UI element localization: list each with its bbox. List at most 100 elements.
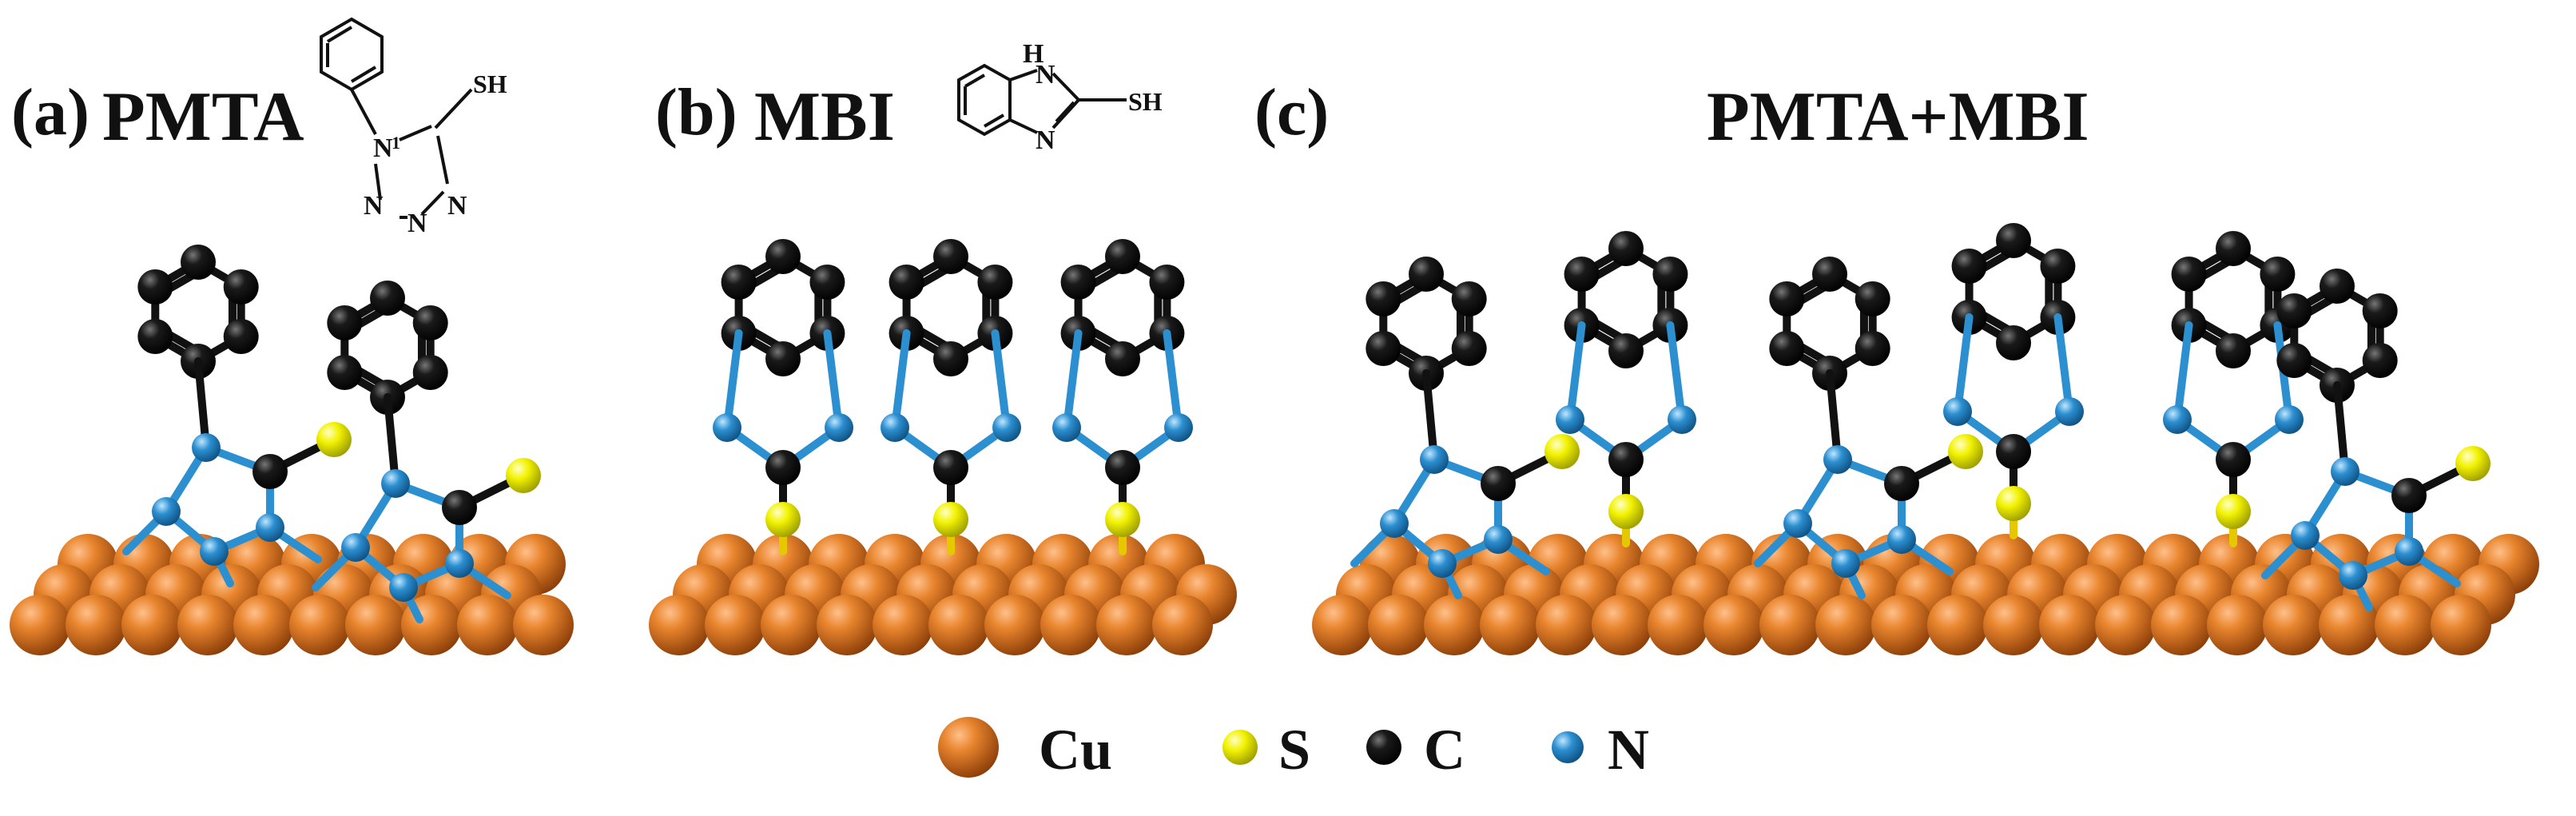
pmta-molecule-c3 [2261, 269, 2491, 611]
sulfur-atom [2455, 446, 2491, 481]
adsorption-models [10, 223, 2539, 655]
legend-cu-label: Cu [1039, 718, 1112, 782]
bond [723, 329, 743, 432]
carbon-atom [933, 450, 968, 485]
nitrogen-atom [1823, 445, 1852, 474]
nitrogen-atom [825, 413, 853, 442]
nitrogen-atom [381, 469, 410, 498]
carbon-atom [2391, 478, 2427, 513]
carbon-atom [1769, 331, 1805, 366]
nitrogen-atom [192, 433, 221, 462]
nitrogen-atom [992, 413, 1021, 442]
nitrogen-atom [200, 537, 229, 566]
bond [823, 329, 843, 432]
carbon-atom [1481, 466, 1516, 501]
carbon-atom [1854, 331, 1890, 366]
bond [1163, 329, 1183, 432]
pmta-atom-n4: N [447, 191, 467, 221]
nitrogen-atom [445, 549, 474, 578]
bond [1954, 313, 1974, 416]
cu-atom [2319, 595, 2379, 655]
carbon-atom [721, 265, 757, 300]
carbon-atom [765, 450, 801, 485]
nitrogen-atom [389, 573, 418, 602]
carbon-atom [933, 341, 968, 376]
mbi-molecule-c2 [1943, 223, 2084, 539]
carbon-atom [1366, 331, 1401, 366]
bond [1666, 321, 1686, 424]
pmta-atom-n1-locant: 1 [392, 133, 400, 153]
pmta-atom-n1: N [373, 133, 393, 163]
cu-atom [1312, 595, 1373, 655]
legend-n-sphere [1552, 731, 1584, 763]
legend-c-label: C [1424, 718, 1465, 782]
carbon-atom [2216, 231, 2251, 266]
bond [194, 357, 210, 452]
carbon-atom [765, 341, 801, 376]
nitrogen-atom [1420, 445, 1449, 474]
carbon-atom [2040, 249, 2076, 284]
nitrogen-atom [1164, 413, 1193, 442]
carbon-atom [1105, 239, 1140, 274]
carbon-atom [442, 490, 477, 525]
bond [891, 329, 911, 432]
panel-c-title: (c) PMTA+MBI [1254, 75, 2089, 156]
nitrogen-atom [1428, 549, 1457, 578]
carbon-atom [1996, 223, 2031, 258]
panel-a-title: (a) PMTA [11, 75, 304, 156]
pmta-molecule-a2 [312, 281, 541, 623]
nitrogen-atom [1052, 413, 1081, 442]
carbon-atom [1812, 257, 1847, 292]
legend-cu-sphere [938, 717, 999, 778]
carbon-atom [888, 265, 924, 300]
nitrogen-atom [881, 413, 909, 442]
sulfur-atom [765, 502, 801, 537]
cu-atom [873, 595, 933, 655]
mbi-molecule-b1 [713, 239, 853, 555]
mbi-structure-labels: H N N SH [1023, 39, 1163, 155]
mbi-molecule-c1 [1556, 231, 1696, 547]
legend-s-sphere [1222, 730, 1258, 765]
pmta-structure-labels: N 1 N N N SH [364, 70, 507, 238]
nitrogen-atom [152, 497, 181, 526]
cu-atom [2039, 595, 2100, 655]
carbon-atom [1854, 281, 1890, 316]
carbon-atom [933, 239, 968, 274]
legend-n-label: N [1608, 718, 1649, 782]
nitrogen-atom [1380, 509, 1409, 538]
bond [2173, 321, 2193, 424]
bond [1063, 329, 1083, 432]
cu-atom [1592, 595, 1652, 655]
nitrogen-atom [2331, 457, 2359, 486]
carbon-atom [1366, 281, 1401, 316]
pmta-molecule-c2 [1754, 257, 1983, 599]
carbon-atom [1652, 257, 1688, 292]
nitrogen-atom [2395, 537, 2423, 566]
carbon-atom [2276, 293, 2312, 328]
carbon-atom [1451, 331, 1487, 366]
nitrogen-atom [1556, 405, 1584, 434]
carbon-atom [1884, 466, 1919, 501]
cu-slab-b [649, 534, 1237, 655]
panel-c-tag: (c) [1254, 75, 1329, 149]
cu-slab-c [1312, 534, 2539, 655]
cu-atom [984, 595, 1045, 655]
carbon-atom [2362, 293, 2398, 328]
carbon-atom [137, 319, 173, 354]
bond [1566, 321, 1586, 424]
nitrogen-atom [1943, 397, 1972, 426]
carbon-atom [977, 265, 1013, 300]
carbon-atom [412, 305, 448, 340]
nitrogen-atom [341, 533, 370, 562]
carbon-atom [1564, 257, 1600, 292]
carbon-atom [1996, 325, 2031, 360]
cu-atom [649, 595, 710, 655]
mbi-atom-h: H [1023, 39, 1044, 69]
cu-atom [289, 595, 350, 655]
carbon-atom [1951, 249, 1987, 284]
mbi-structure [957, 63, 1127, 137]
cu-atom [1815, 595, 1876, 655]
panel-a-tag: (a) [11, 75, 89, 149]
nitrogen-atom [1783, 509, 1812, 538]
